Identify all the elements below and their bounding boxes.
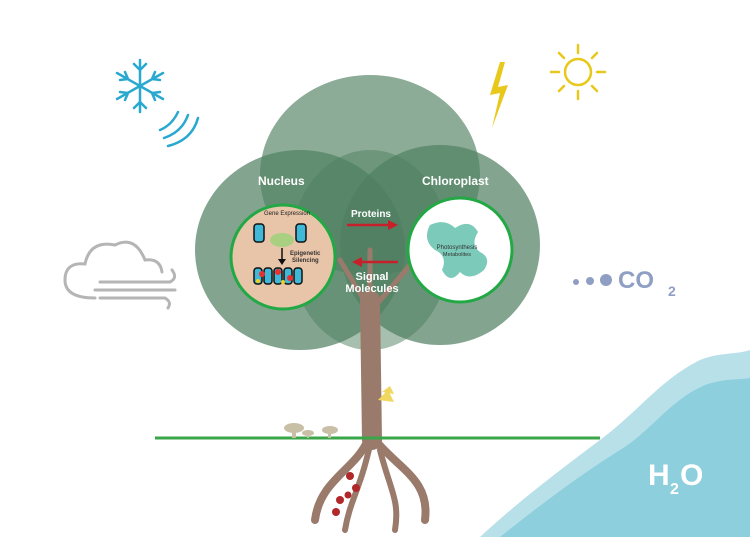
cold-wind-icon (158, 110, 200, 148)
cloud-wind-icon (63, 240, 177, 310)
nucleus-panel: Gene Expression Epigenetic Silencing Nuc… (229, 174, 337, 311)
h2o-label-sub: 2 (670, 481, 679, 498)
snowflake-icon (115, 58, 165, 114)
root-nodules (332, 472, 360, 516)
proteins-label: Proteins (351, 209, 391, 220)
co2-bubbles-icon (573, 274, 612, 286)
chloroplast-panel: Photosynthesis Metabolites Chloroplast (406, 174, 514, 304)
proteins-arrow (347, 220, 398, 230)
h2o-label-h: H (648, 459, 670, 492)
h2o-label-o: O (680, 459, 703, 492)
chloroplast-shape (426, 222, 488, 279)
epigenetic-label-1: Epigenetic (290, 251, 321, 257)
gene-expression-label: Gene Expression (264, 211, 310, 217)
lightning-icon (490, 62, 508, 128)
water-wave-icon: H 2 O (480, 350, 750, 537)
nucleus-title: Nucleus (258, 174, 305, 188)
signal-arrow (352, 257, 398, 267)
leaf-icon (378, 386, 394, 402)
tree-trunk (311, 247, 430, 533)
chloroplast-title: Chloroplast (422, 174, 489, 188)
co2-subscript: 2 (668, 283, 676, 299)
sun-icon (549, 43, 607, 101)
co2-label: CO (618, 267, 654, 294)
mushroom-icon (284, 423, 338, 438)
signal-label-1: Signal (355, 271, 388, 283)
epigenetic-label-2: Silencing (292, 258, 319, 264)
photosynthesis-label-1: Photosynthesis (437, 245, 478, 251)
photosynthesis-label-2: Metabolites (443, 252, 471, 258)
signal-label-2: Molecules (345, 283, 398, 295)
